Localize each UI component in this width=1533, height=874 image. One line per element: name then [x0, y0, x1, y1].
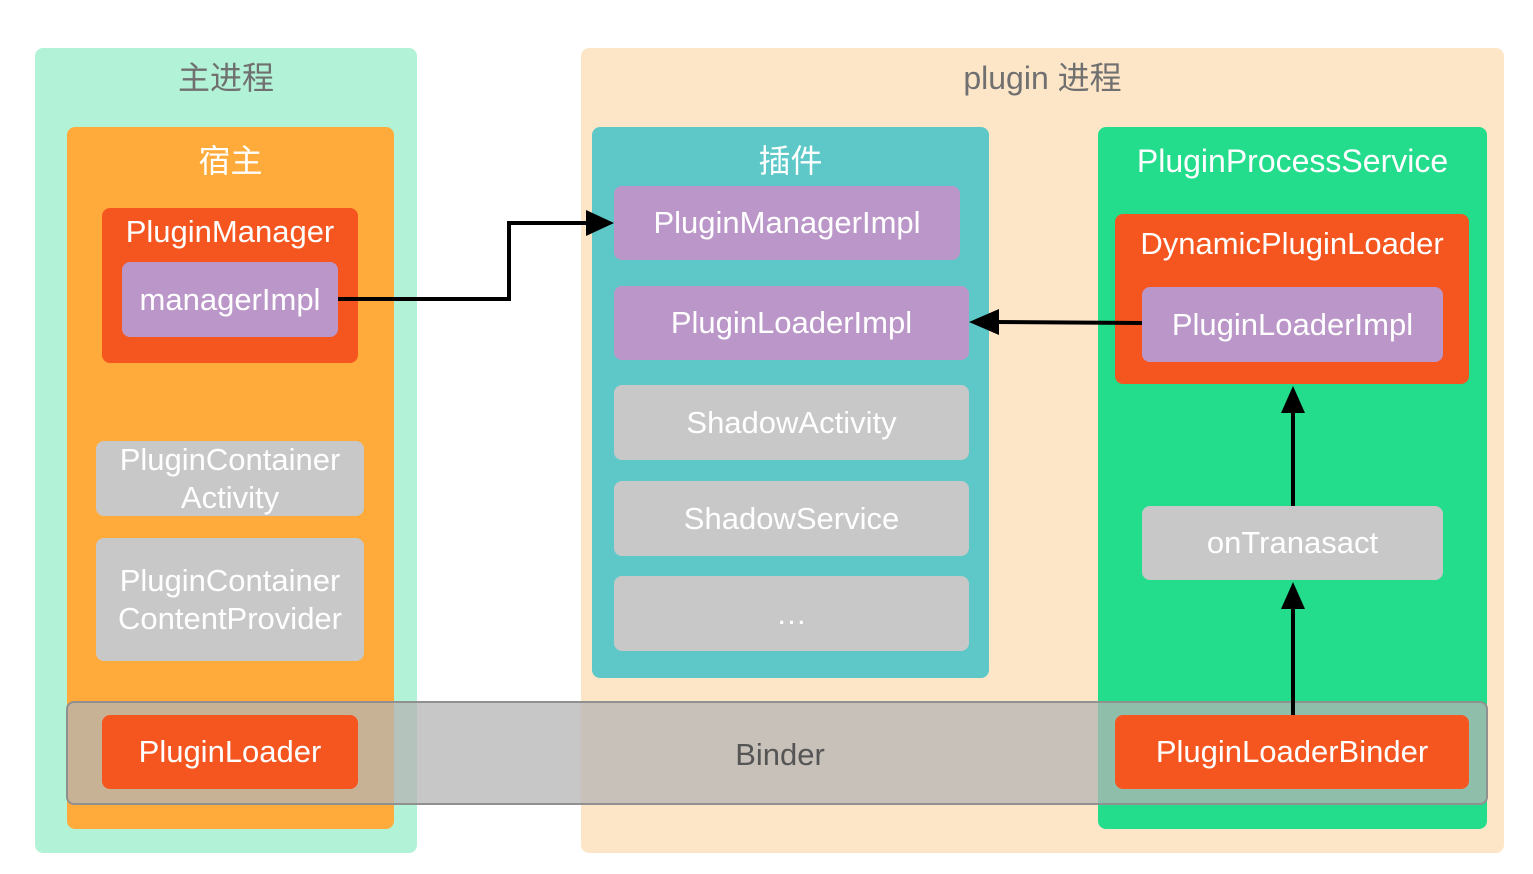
shadow-activity-box: ShadowActivity: [614, 385, 969, 460]
arrowhead-on-transact: [1281, 582, 1305, 609]
plugin-container-content-provider-box: PluginContainer ContentProvider: [96, 538, 364, 661]
arrowhead-manager: [586, 210, 614, 236]
plugin-process-service-title: PluginProcessService: [1136, 143, 1449, 179]
dynamic-plugin-loader-title: DynamicPluginLoader: [1140, 226, 1444, 261]
service-plugin-loader-impl-box: PluginLoaderImpl: [1142, 287, 1443, 362]
ellipsis-box: …: [614, 576, 969, 651]
binder-label: Binder: [735, 737, 825, 772]
plugin-title: 插件: [758, 143, 823, 179]
arrowhead-loader: [969, 309, 999, 335]
on-transact-box: onTranasact: [1142, 506, 1443, 580]
plugin-loader-impl-box: PluginLoaderImpl: [614, 286, 969, 360]
plugin-process-title: plugin 进程: [963, 60, 1122, 96]
manager-impl-box: managerImpl: [122, 262, 338, 337]
plugin-loader-binder-box: PluginLoaderBinder: [1115, 715, 1469, 789]
arrow-loader-impl-to-plugin-loader-impl: [993, 320, 1143, 325]
arrowhead-dynamic-loader: [1281, 386, 1305, 413]
arrow-manager-impl-to-plugin-manager-impl: [338, 221, 590, 301]
plugin-manager-impl-box: PluginManagerImpl: [614, 186, 960, 260]
plugin-manager-title: PluginManager: [125, 214, 335, 249]
main-process-title: 主进程: [177, 60, 274, 96]
plugin-loader-box: PluginLoader: [102, 715, 358, 789]
plugin-container-activity-box: PluginContainer Activity: [96, 441, 364, 516]
shadow-service-box: ShadowService: [614, 481, 969, 556]
host-title: 宿主: [198, 143, 263, 179]
